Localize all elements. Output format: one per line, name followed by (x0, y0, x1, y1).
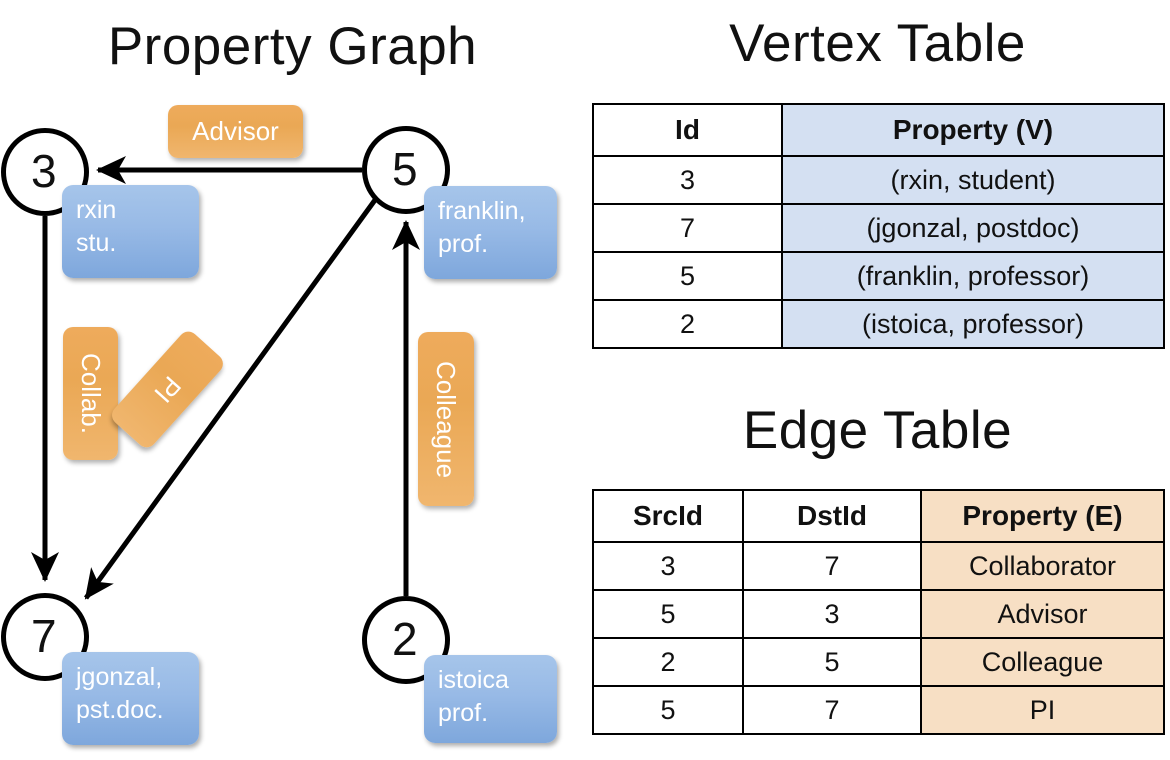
edge-label-colleague: Colleague (418, 332, 474, 506)
graph-node-3-property-line-2: stu. (76, 228, 117, 257)
edge-label-collab-text: Collab. (76, 353, 106, 434)
graph-node-2-property-box: istoica prof. (424, 655, 557, 743)
graph-node-3-property-box: rxin stu. (62, 185, 199, 278)
edge-table-cell-srcid: 3 (592, 541, 744, 591)
graph-node-5-id: 5 (392, 143, 418, 195)
edge-table-header-property: Property (E) (920, 489, 1165, 543)
graph-node-7-property-line-1: jgonzal, (76, 663, 163, 691)
edge-label-colleague-text: Colleague (431, 360, 462, 478)
table-row: 3 7 Collaborator (592, 541, 1165, 591)
graph-node-2-property-line-1: istoica (438, 666, 509, 694)
vertex-table-cell-id: 3 (592, 155, 783, 205)
vertex-table-cell-id: 5 (592, 251, 783, 301)
edge-table-cell-property: Advisor (920, 589, 1165, 639)
edge-label-advisor-text: Advisor (192, 116, 279, 146)
page-title-property-graph: Property Graph (107, 17, 478, 76)
edge-table-cell-dstid: 5 (742, 637, 922, 687)
table-row: 5 (franklin, professor) (592, 251, 1165, 301)
graph-node-5-property-line-1: franklin, (438, 197, 526, 225)
page-title-edge-table: Edge Table (742, 401, 1013, 460)
edge-line-5-to-7 (83, 198, 378, 600)
vertex-table-header-id: Id (592, 103, 783, 157)
edge-table-cell-property: Colleague (920, 637, 1165, 687)
edge-table-cell-property: PI (920, 685, 1165, 735)
edge-table-cell-srcid: 5 (592, 589, 744, 639)
edge-table-cell-dstid: 3 (742, 589, 922, 639)
edge-label-collab: Collab. (63, 327, 118, 460)
page-title-vertex-table: Vertex Table (729, 14, 1026, 73)
table-row: 7 (jgonzal, postdoc) (592, 203, 1165, 253)
vertex-table-cell-property: (istoica, professor) (781, 299, 1165, 349)
vertex-table-cell-id: 2 (592, 299, 783, 349)
table-row: 5 3 Advisor (592, 589, 1165, 639)
graph-node-5-property-line-2: prof. (438, 229, 489, 258)
vertex-table-cell-property: (franklin, professor) (781, 251, 1165, 301)
vertex-table-header-property: Property (V) (781, 103, 1165, 157)
graph-node-7-property-box: jgonzal, pst.doc. (62, 652, 199, 745)
edge-table-cell-property: Collaborator (920, 541, 1165, 591)
edge-table-cell-dstid: 7 (742, 541, 922, 591)
graph-node-5[interactable] (362, 126, 450, 214)
edge-table-header-dstid: DstId (742, 489, 922, 543)
graph-node-2-property-line-2: prof. (438, 698, 489, 727)
graph-edges-svg (30, 155, 421, 600)
edge-label-pi-text: PI (148, 370, 188, 409)
vertex-table-cell-id: 7 (592, 203, 783, 253)
table-row: 3 (rxin, student) (592, 155, 1165, 205)
property-graph-panel: 3 rxin stu. 5 franklin, prof. 7 jgonzal,… (1, 105, 557, 745)
vertex-table-cell-property: (rxin, student) (781, 155, 1165, 205)
graph-node-3-id: 3 (31, 145, 57, 197)
vertex-table-cell-property: (jgonzal, postdoc) (781, 203, 1165, 253)
graph-node-7-id: 7 (31, 610, 57, 662)
table-row: 2 5 Colleague (592, 637, 1165, 687)
edge-table-cell-srcid: 2 (592, 637, 744, 687)
graph-node-2-id: 2 (392, 613, 418, 665)
edge-table-cell-dstid: 7 (742, 685, 922, 735)
graph-node-3-property-line-1: rxin (76, 196, 117, 224)
edge-label-advisor: Advisor (168, 105, 303, 158)
edge-table: SrcId DstId Property (E) 3 7 Collaborato… (592, 489, 1165, 735)
graph-node-7[interactable] (1, 593, 89, 681)
vertex-table-header-row: Id Property (V) (592, 103, 1165, 157)
edge-table-cell-srcid: 5 (592, 685, 744, 735)
table-row: 5 7 PI (592, 685, 1165, 735)
graph-node-7-property-line-2: pst.doc. (76, 695, 164, 724)
edge-table-header-row: SrcId DstId Property (E) (592, 489, 1165, 543)
vertex-table: Id Property (V) 3 (rxin, student) 7 (jgo… (592, 103, 1165, 349)
graph-node-5-property-box: franklin, prof. (424, 186, 557, 279)
table-row: 2 (istoica, professor) (592, 299, 1165, 349)
edge-table-header-srcid: SrcId (592, 489, 744, 543)
